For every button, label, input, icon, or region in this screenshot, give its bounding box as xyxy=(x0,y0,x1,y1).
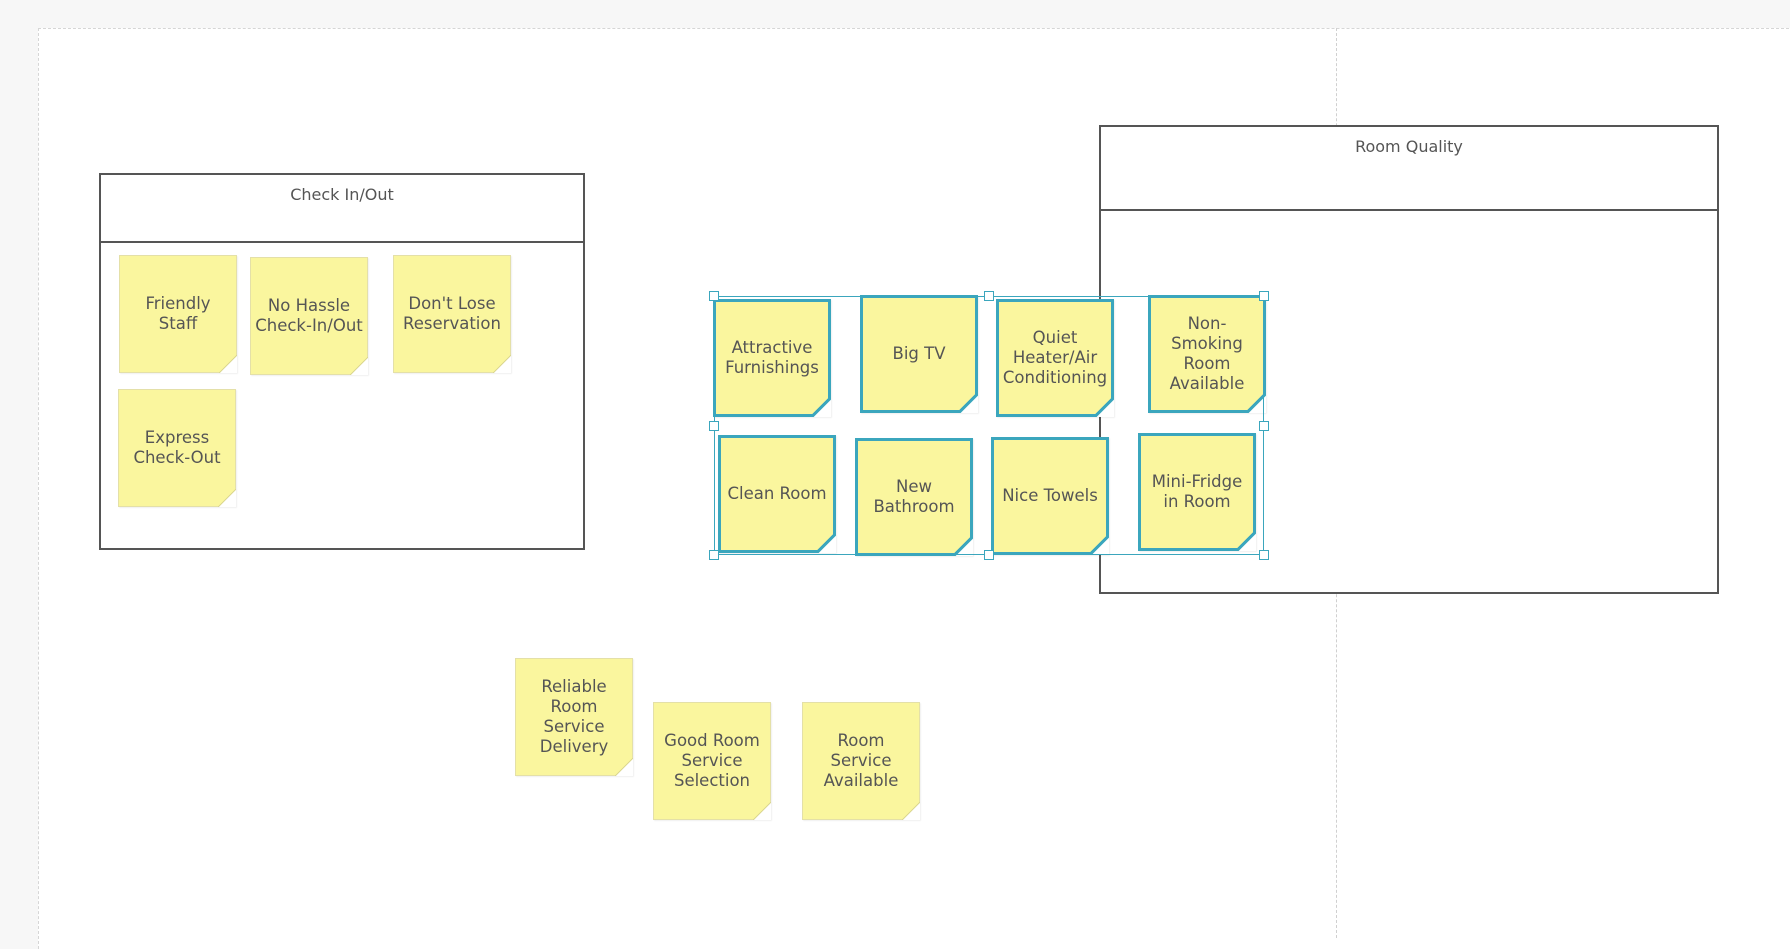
resize-handle-bottom-left[interactable] xyxy=(709,550,719,560)
sticky-note-text: No Hassle Check-In/Out xyxy=(255,296,363,335)
sticky-note-selected[interactable]: Attractive Furnishings xyxy=(713,299,831,417)
sticky-note-text: New Bathroom xyxy=(873,477,955,516)
page-curl-icon xyxy=(1094,397,1114,417)
sticky-note-text: Friendly Staff xyxy=(145,294,211,333)
sticky-note[interactable]: No Hassle Check-In/Out xyxy=(250,257,368,375)
sticky-note-text: Don't Lose Reservation xyxy=(403,294,501,333)
group-title: Check In/Out xyxy=(290,185,394,204)
sticky-note-text: Good Room Service Selection xyxy=(664,731,760,790)
sticky-note-selected[interactable]: New Bathroom xyxy=(855,438,973,556)
sticky-note-text: Attractive Furnishings xyxy=(725,338,819,377)
group-header[interactable]: Room Quality xyxy=(1101,127,1717,211)
page-curl-icon xyxy=(1246,393,1266,413)
sticky-note[interactable]: Express Check-Out xyxy=(118,389,236,507)
resize-handle-top-left[interactable] xyxy=(709,291,719,301)
page-curl-icon xyxy=(811,397,831,417)
sticky-note-text: Room Service Available xyxy=(823,731,899,790)
page-curl-icon xyxy=(902,802,920,820)
page-curl-icon xyxy=(1236,531,1256,551)
sticky-note-text: Express Check-Out xyxy=(133,428,221,467)
page-curl-icon xyxy=(816,533,836,553)
page-curl-icon xyxy=(219,355,237,373)
sticky-note-text: Nice Towels xyxy=(1002,486,1098,505)
page-curl-icon xyxy=(493,355,511,373)
page-curl-icon xyxy=(953,536,973,556)
page-curl-icon xyxy=(958,393,978,413)
resize-handle-top-middle[interactable] xyxy=(984,291,994,301)
sticky-note-selected[interactable]: Mini-Fridge in Room xyxy=(1138,433,1256,551)
sticky-note-selected[interactable]: Clean Room xyxy=(718,435,836,553)
group-header[interactable]: Check In/Out xyxy=(101,175,583,243)
resize-handle-bottom-middle[interactable] xyxy=(984,550,994,560)
group-title: Room Quality xyxy=(1355,137,1463,156)
resize-handle-middle-left[interactable] xyxy=(709,421,719,431)
sticky-note[interactable]: Reliable Room Service Delivery xyxy=(515,658,633,776)
sticky-note-text: Mini-Fridge in Room xyxy=(1151,472,1243,511)
page-curl-icon xyxy=(218,489,236,507)
sticky-note-selected[interactable]: Non-Smoking Room Available xyxy=(1148,295,1266,413)
sticky-note-text: Big TV xyxy=(892,344,946,363)
sticky-note-selected[interactable]: Big TV xyxy=(860,295,978,413)
page-curl-icon xyxy=(615,758,633,776)
sticky-note-selected[interactable]: Quiet Heater/Air Conditioning xyxy=(996,299,1114,417)
sticky-note[interactable]: Room Service Available xyxy=(802,702,920,820)
resize-handle-middle-right[interactable] xyxy=(1259,421,1269,431)
page-curl-icon xyxy=(1089,535,1109,555)
sticky-note-text: Reliable Room Service Delivery xyxy=(539,677,609,756)
sticky-note-text: Non-Smoking Room Available xyxy=(1169,314,1245,393)
sticky-note[interactable]: Friendly Staff xyxy=(119,255,237,373)
sticky-note-selected[interactable]: Nice Towels xyxy=(991,437,1109,555)
sticky-note[interactable]: Good Room Service Selection xyxy=(653,702,771,820)
sticky-note[interactable]: Don't Lose Reservation xyxy=(393,255,511,373)
sticky-note-text: Quiet Heater/Air Conditioning xyxy=(1002,328,1108,387)
page-curl-icon xyxy=(350,357,368,375)
sticky-note-text: Clean Room xyxy=(727,484,827,503)
resize-handle-bottom-right[interactable] xyxy=(1259,550,1269,560)
page-curl-icon xyxy=(753,802,771,820)
resize-handle-top-right[interactable] xyxy=(1259,291,1269,301)
